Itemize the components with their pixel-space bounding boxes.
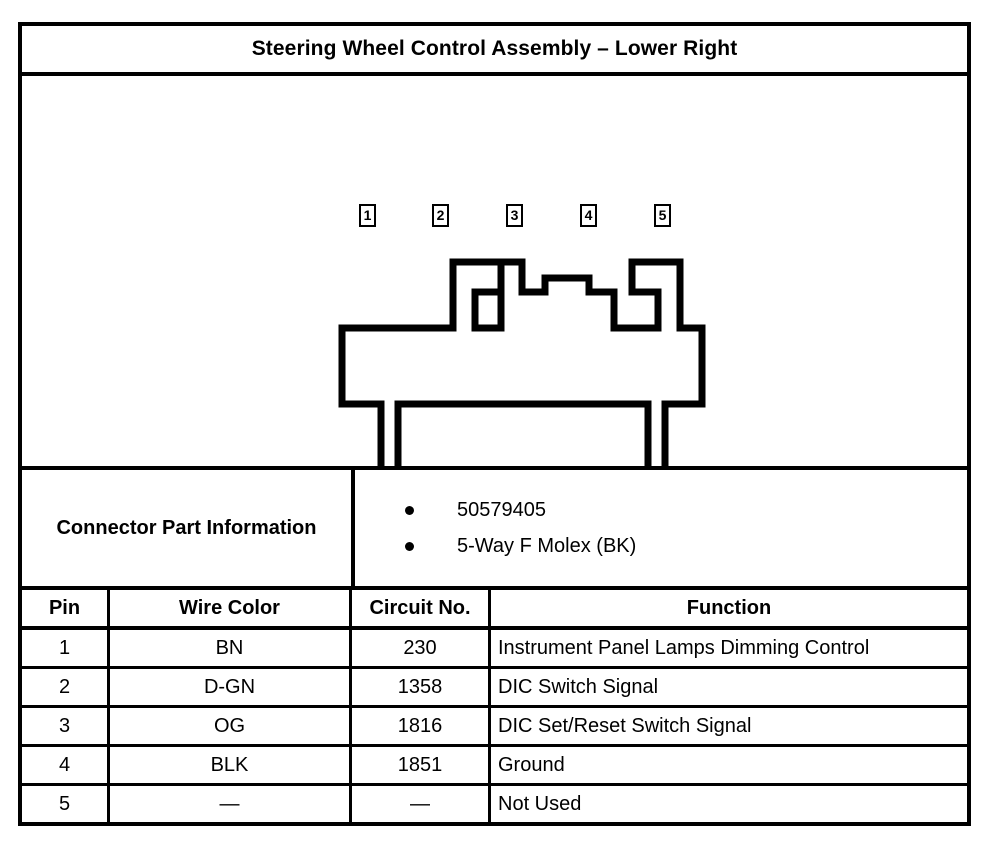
- pin-marker-3: 3: [506, 204, 523, 227]
- cell-wire-color: BLK: [110, 747, 352, 783]
- connector-part-information-values: 50579405 5-Way F Molex (BK): [355, 470, 967, 586]
- connector-part-information-row: Connector Part Information 50579405 5-Wa…: [22, 470, 967, 590]
- part-number-value: 50579405: [457, 498, 546, 521]
- table-row: 3 OG 1816 DIC Set/Reset Switch Signal: [22, 708, 967, 747]
- cell-pin: 1: [22, 630, 110, 666]
- cell-wire-color: OG: [110, 708, 352, 744]
- connector-part-information-label: Connector Part Information: [56, 516, 317, 539]
- connector-outline-icon: [338, 258, 706, 466]
- pin-marker-4: 4: [580, 204, 597, 227]
- cell-pin: 5: [22, 786, 110, 822]
- cell-wire-color: —: [110, 786, 352, 822]
- cell-pin: 2: [22, 669, 110, 705]
- cell-function: DIC Switch Signal: [498, 675, 659, 698]
- cell-wire-color: BN: [110, 630, 352, 666]
- title-bar: Steering Wheel Control Assembly – Lower …: [22, 26, 967, 76]
- cell-function: Ground: [498, 753, 565, 776]
- column-header-function: Function: [686, 596, 772, 619]
- table-row: 5 — — Not Used: [22, 786, 967, 822]
- page-title: Steering Wheel Control Assembly – Lower …: [251, 37, 738, 60]
- connector-description-value: 5-Way F Molex (BK): [457, 534, 637, 557]
- cell-circuit-no: 1816: [352, 708, 491, 744]
- cell-circuit-no: 230: [352, 630, 491, 666]
- cell-circuit-no: 1851: [352, 747, 491, 783]
- bullet-dot-icon: [405, 541, 414, 551]
- connector-figure-stage: 1 2 3 4 5: [22, 76, 967, 466]
- part-info-bullet-item: 50579405: [405, 492, 967, 528]
- pin-marker-5: 5: [654, 204, 671, 227]
- table-row: 1 BN 230 Instrument Panel Lamps Dimming …: [22, 630, 967, 669]
- connector-figure-panel: 1 2 3 4 5: [22, 76, 967, 470]
- cell-circuit-no: —: [352, 786, 491, 822]
- table-row: 2 D-GN 1358 DIC Switch Signal: [22, 669, 967, 708]
- column-header-circuit-no: Circuit No.: [352, 590, 491, 626]
- connector-part-information-label-cell: Connector Part Information: [22, 470, 355, 586]
- pin-marker-2: 2: [432, 204, 449, 227]
- bullet-dot-icon: [405, 505, 414, 515]
- pin-marker-1: 1: [359, 204, 376, 227]
- column-header-wire-color: Wire Color: [110, 590, 352, 626]
- cell-function: Not Used: [498, 792, 582, 815]
- table-header-row: Pin Wire Color Circuit No. Function: [22, 590, 967, 630]
- cell-function: DIC Set/Reset Switch Signal: [498, 714, 752, 737]
- cell-circuit-no: 1358: [352, 669, 491, 705]
- cell-function: Instrument Panel Lamps Dimming Control: [498, 636, 870, 659]
- cell-pin: 4: [22, 747, 110, 783]
- column-header-pin: Pin: [22, 590, 110, 626]
- pin-assignment-table: Pin Wire Color Circuit No. Function 1 BN…: [22, 590, 967, 822]
- part-info-bullet-item: 5-Way F Molex (BK): [405, 528, 967, 564]
- diagram-sheet: Steering Wheel Control Assembly – Lower …: [18, 22, 971, 826]
- cell-pin: 3: [22, 708, 110, 744]
- table-row: 4 BLK 1851 Ground: [22, 747, 967, 786]
- cell-wire-color: D-GN: [110, 669, 352, 705]
